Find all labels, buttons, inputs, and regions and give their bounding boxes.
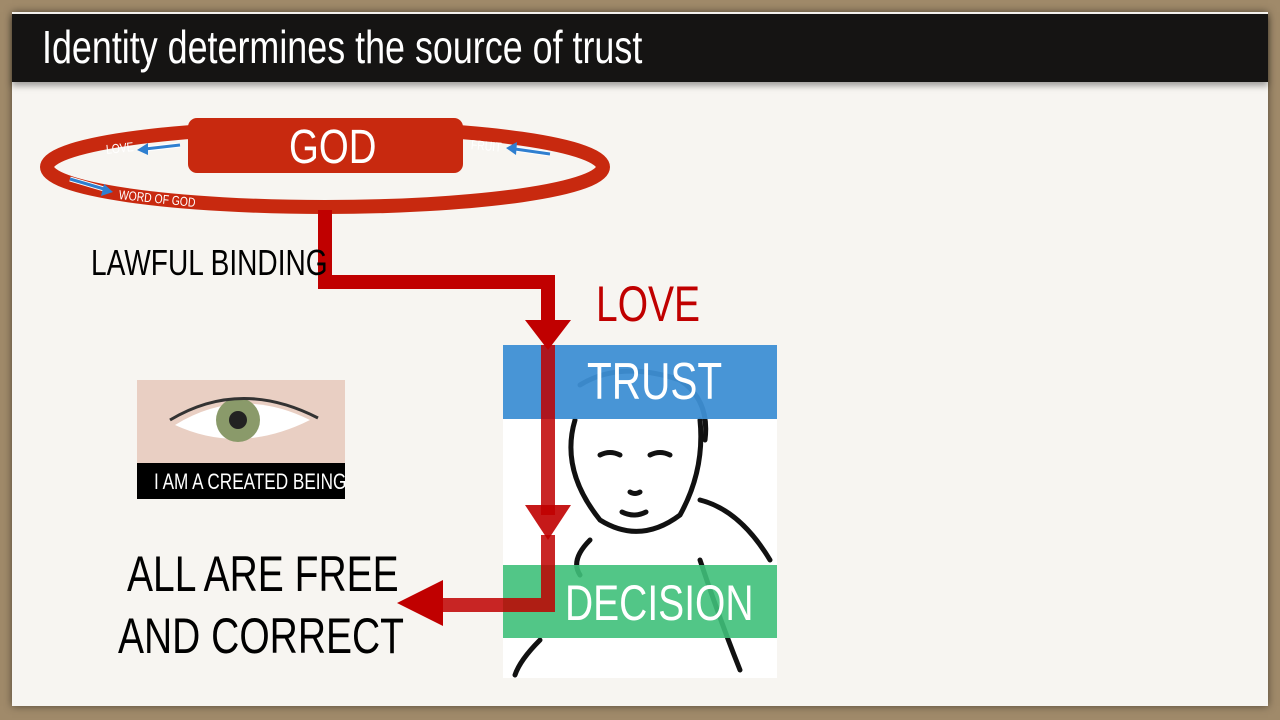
conclusion-line1: ALL ARE FREE xyxy=(127,546,399,602)
eye-caption-bg xyxy=(137,463,345,499)
decision-label: DECISION xyxy=(565,575,754,631)
ring-fruit-label: FRUIT xyxy=(470,137,503,155)
trust-label: TRUST xyxy=(587,353,723,411)
ring-arrow-fruit-icon xyxy=(506,142,551,157)
ring-arrow-word-icon xyxy=(69,176,113,196)
god-box xyxy=(188,118,463,173)
arrow-down-icon xyxy=(525,320,571,350)
ring-arrow-love-icon xyxy=(137,142,181,155)
lawful-binding-label: LAWFUL BINDING xyxy=(91,242,328,283)
arrow-down-icon xyxy=(525,505,571,540)
love-label: LOVE xyxy=(596,276,701,332)
title-bar xyxy=(12,14,1268,82)
eye-picture xyxy=(137,380,345,464)
ring-love-label: LOVE xyxy=(105,139,135,157)
flow-line xyxy=(318,210,555,330)
flow-line-bottom xyxy=(435,535,555,612)
conclusion-line2: AND CORRECT xyxy=(118,608,405,664)
god-label: GOD xyxy=(289,121,377,174)
eye-caption: I AM A CREATED BEING xyxy=(154,469,347,494)
slide-title: Identity determines the source of trust xyxy=(42,21,643,73)
arrow-left-icon xyxy=(397,580,443,626)
